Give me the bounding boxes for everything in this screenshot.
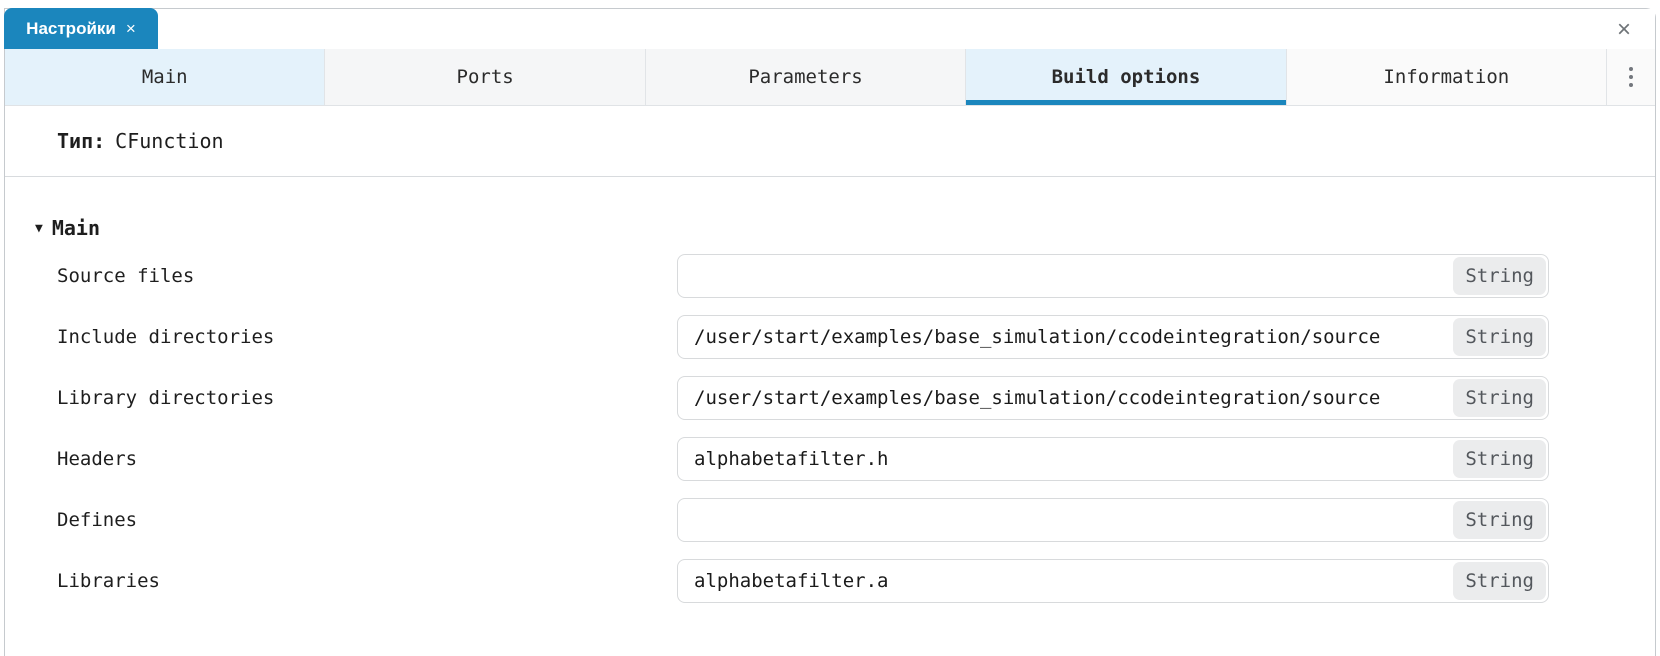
field-input-wrap: String: [677, 436, 1549, 481]
type-badge: String: [1453, 378, 1546, 417]
title-bar: Настройки × ×: [4, 8, 1655, 49]
doc-tab-close-icon[interactable]: ×: [125, 19, 136, 38]
field-row-library-directories: Library directories String: [5, 367, 1655, 428]
field-label: Defines: [57, 508, 138, 531]
field-label: Libraries: [57, 569, 160, 592]
section-header-main[interactable]: ▼ Main: [5, 211, 1655, 245]
type-badge: String: [1453, 439, 1546, 478]
include-directories-input[interactable]: [677, 314, 1549, 359]
field-input-wrap: String: [677, 314, 1549, 359]
tab-bar: Main Ports Parameters Build options Info…: [5, 49, 1656, 106]
tab-overflow-menu-button[interactable]: [1607, 49, 1656, 105]
kebab-menu-icon: [1629, 67, 1634, 87]
settings-window: Настройки × × Main Ports Parameters Buil…: [4, 8, 1656, 656]
block-type-row: Тип: CFunction: [5, 106, 1655, 177]
type-badge: String: [1453, 561, 1546, 600]
block-type-value: CFunction: [115, 129, 224, 153]
doc-tab-title: Настройки: [26, 18, 116, 38]
type-badge: String: [1453, 256, 1546, 295]
field-input-wrap: String: [677, 253, 1549, 298]
defines-input[interactable]: [677, 497, 1549, 542]
section-title: Main: [51, 216, 100, 240]
type-badge: String: [1453, 500, 1546, 539]
field-row-headers: Headers String: [5, 428, 1655, 489]
headers-input[interactable]: [677, 436, 1549, 481]
build-options-form: ▼ Main Source files String Include direc…: [5, 177, 1655, 611]
field-input-wrap: String: [677, 497, 1549, 542]
libraries-input[interactable]: [677, 558, 1549, 603]
window-close-icon[interactable]: ×: [1616, 16, 1631, 43]
field-input-wrap: String: [677, 375, 1549, 420]
field-row-libraries: Libraries String: [5, 550, 1655, 611]
tab-build-options[interactable]: Build options: [966, 49, 1287, 105]
type-badge: String: [1453, 317, 1546, 356]
tab-ports[interactable]: Ports: [325, 49, 646, 105]
field-label: Library directories: [57, 386, 275, 409]
chevron-down-icon: ▼: [35, 220, 43, 236]
tab-information[interactable]: Information: [1286, 49, 1608, 105]
tab-main[interactable]: Main: [5, 49, 326, 105]
source-files-input[interactable]: [677, 253, 1549, 298]
settings-doc-tab[interactable]: Настройки ×: [4, 8, 158, 49]
field-input-wrap: String: [677, 558, 1549, 603]
library-directories-input[interactable]: [677, 375, 1549, 420]
block-type-label: Тип:: [57, 129, 106, 153]
field-row-include-directories: Include directories String: [5, 306, 1655, 367]
tab-parameters[interactable]: Parameters: [645, 49, 967, 105]
field-label: Headers: [57, 447, 138, 470]
field-label: Source files: [57, 264, 195, 287]
field-label: Include directories: [57, 325, 275, 348]
field-row-defines: Defines String: [5, 489, 1655, 550]
field-row-source-files: Source files String: [5, 245, 1655, 306]
